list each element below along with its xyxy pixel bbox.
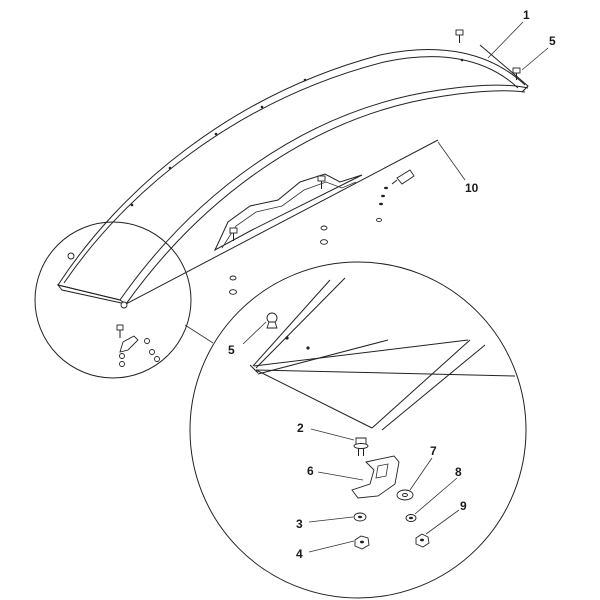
- bolt-center: [317, 175, 326, 189]
- bracket-part-6: [351, 455, 400, 499]
- mud-flap: [213, 173, 363, 252]
- bolt-top-right: [512, 67, 521, 80]
- callout-6: 6: [307, 464, 314, 478]
- callout-8: 8: [455, 465, 462, 479]
- wing-bolt: [391, 169, 415, 185]
- fender-panel: [56, 44, 529, 305]
- detail-circle-large: [189, 261, 527, 599]
- callout-10: 10: [465, 181, 479, 195]
- callout-3: 3: [296, 517, 303, 531]
- detail-connector: [184, 324, 214, 344]
- callout-2: 2: [297, 421, 304, 435]
- callout-9: 9: [460, 499, 467, 513]
- bolt-part-5: [266, 312, 278, 329]
- callout-5-top: 5: [549, 34, 556, 48]
- bolt-part-2: [353, 437, 369, 456]
- leader-lines: [242, 21, 549, 553]
- callout-labels: 1 5 10 5 2 6 7 8 3 9 4: [228, 8, 556, 561]
- nut-part-9: [415, 533, 430, 548]
- callout-7: 7: [430, 444, 437, 458]
- bolt-flap: [229, 227, 238, 241]
- washer-part-7: [396, 489, 414, 501]
- washer-part-3: [353, 512, 367, 522]
- callout-4: 4: [296, 547, 303, 561]
- washer-part-8: [405, 514, 417, 522]
- callout-5-detail: 5: [228, 343, 235, 357]
- nut-part-4: [354, 535, 370, 550]
- bolt-top-left: [455, 29, 464, 43]
- top-bolts: [229, 29, 521, 295]
- callout-1: 1: [523, 8, 530, 22]
- detail-circle-small: [34, 221, 192, 379]
